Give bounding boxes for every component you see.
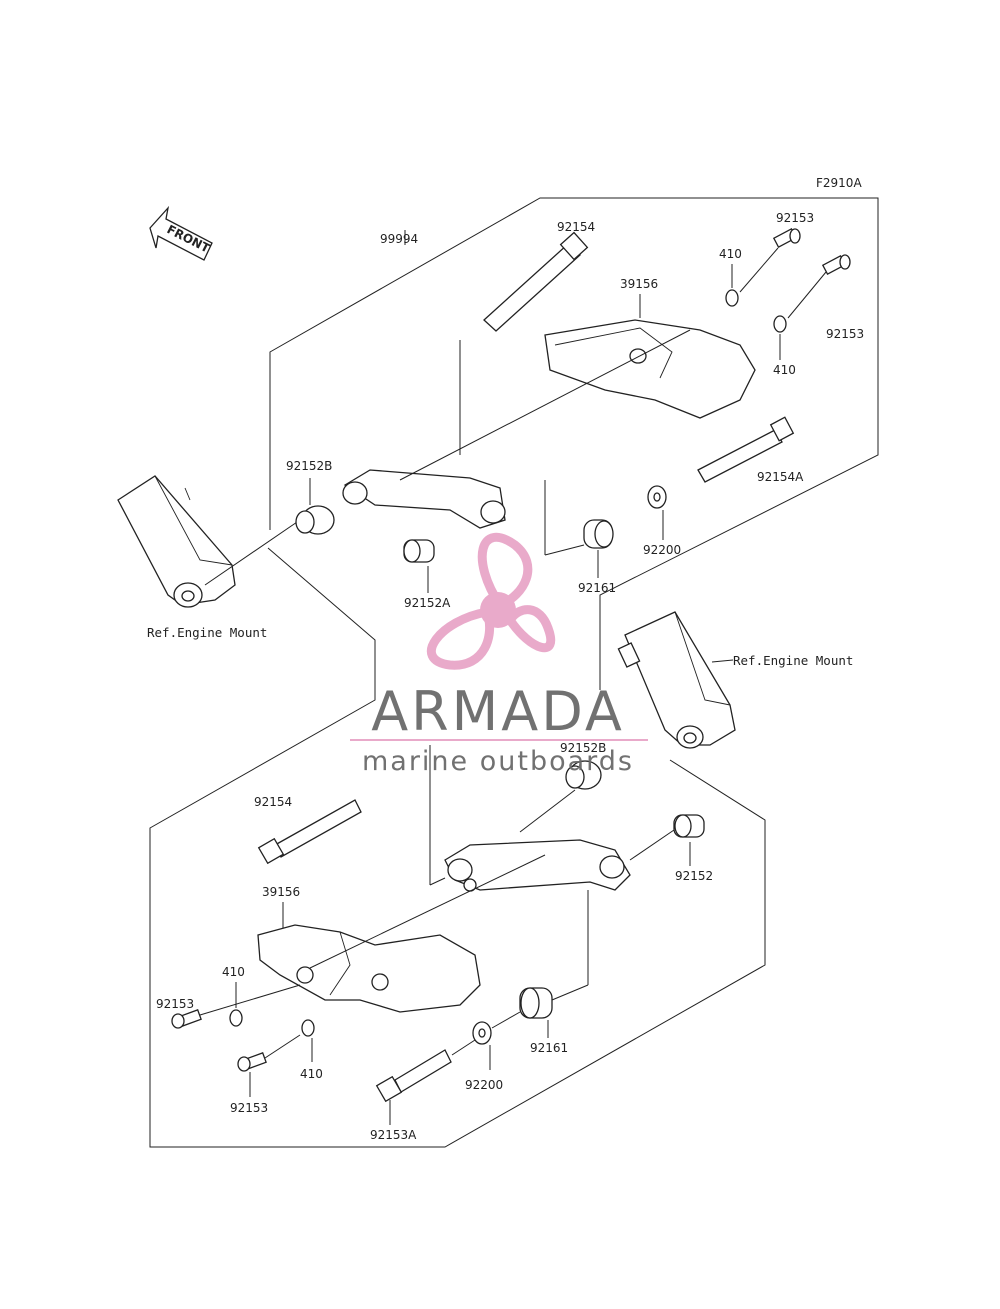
label-99994: 99994	[380, 232, 418, 246]
label-92152b-top: 92152B	[286, 459, 332, 473]
spacer-92152b-bottom	[565, 760, 602, 790]
label-92153-top-a: 92153	[776, 211, 814, 225]
watermark-brand: ARMADA	[371, 680, 625, 743]
label-92200-top: 92200	[643, 543, 681, 557]
label-410-top-a: 410	[719, 247, 742, 261]
washer-92200-top	[647, 485, 667, 509]
screw-92153-bottom-b	[237, 1052, 267, 1072]
label-92161-top: 92161	[578, 581, 616, 595]
label-92153-bottom-b: 92153	[230, 1101, 268, 1115]
label-92200-bottom: 92200	[465, 1078, 503, 1092]
washer-410-bottom-a	[229, 1009, 243, 1027]
ref-engine-mount-top-label: Ref.Engine Mount	[147, 625, 267, 640]
label-92154-top: 92154	[557, 220, 595, 234]
label-92161-bottom: 92161	[530, 1041, 568, 1055]
label-410-bottom-b: 410	[300, 1067, 323, 1081]
label-92153-bottom-a: 92153	[156, 997, 194, 1011]
front-arrow-icon: FRONT	[149, 205, 213, 261]
figure-code: F2910A	[816, 176, 862, 190]
label-92153-top-b: 92153	[826, 327, 864, 341]
label-92152-bottom: 92152	[675, 869, 713, 883]
washer-410-top-a	[725, 289, 739, 307]
spacer-92152b-top	[295, 505, 335, 535]
screw-92153-top-b	[821, 254, 851, 275]
washer-410-top-b	[773, 315, 787, 333]
label-92154-bottom: 92154	[254, 795, 292, 809]
screw-92153-bottom-a	[171, 1009, 202, 1029]
washer-410-bottom-b	[301, 1019, 315, 1037]
slider-39156-top	[544, 319, 756, 419]
bolt-92154-top	[483, 231, 589, 332]
ref-engine-mount-bottom-label: Ref.Engine Mount	[733, 653, 853, 668]
watermark-sub: marine outboards	[362, 746, 634, 777]
watermark-logo: ARMADA marine outboards	[350, 533, 648, 777]
slider-39156-bottom	[257, 924, 481, 1013]
collar-92152a-top	[403, 539, 435, 563]
label-410-top-b: 410	[773, 363, 796, 377]
bolt-92153a-bottom	[375, 1049, 452, 1103]
bolt-92154a-top	[697, 416, 795, 483]
label-92152a-top: 92152A	[404, 596, 451, 610]
label-92153a-bottom: 92153A	[370, 1128, 417, 1142]
grommet-92161-top	[583, 519, 614, 549]
grommet-92161-bottom	[519, 987, 553, 1019]
bottom-assembly-frame	[149, 547, 766, 1148]
label-410-bottom-a: 410	[222, 965, 245, 979]
washer-92200-bottom	[472, 1021, 492, 1045]
propeller-icon	[426, 533, 556, 670]
engine-mount-ref-bottom	[617, 611, 736, 749]
label-39156-top: 39156	[620, 277, 658, 291]
collar-92152-bottom	[673, 814, 705, 838]
label-92154a-top: 92154A	[757, 470, 804, 484]
screw-92153-top-a	[772, 228, 801, 248]
bracket-bottom	[444, 839, 631, 892]
bracket-top	[342, 469, 506, 529]
label-92152b-bottom: 92152B	[560, 741, 606, 755]
bolt-92154-bottom	[257, 799, 362, 865]
label-39156-bottom: 39156	[262, 885, 300, 899]
engine-mount-ref-top	[117, 475, 301, 608]
top-assembly-frame	[269, 197, 879, 690]
